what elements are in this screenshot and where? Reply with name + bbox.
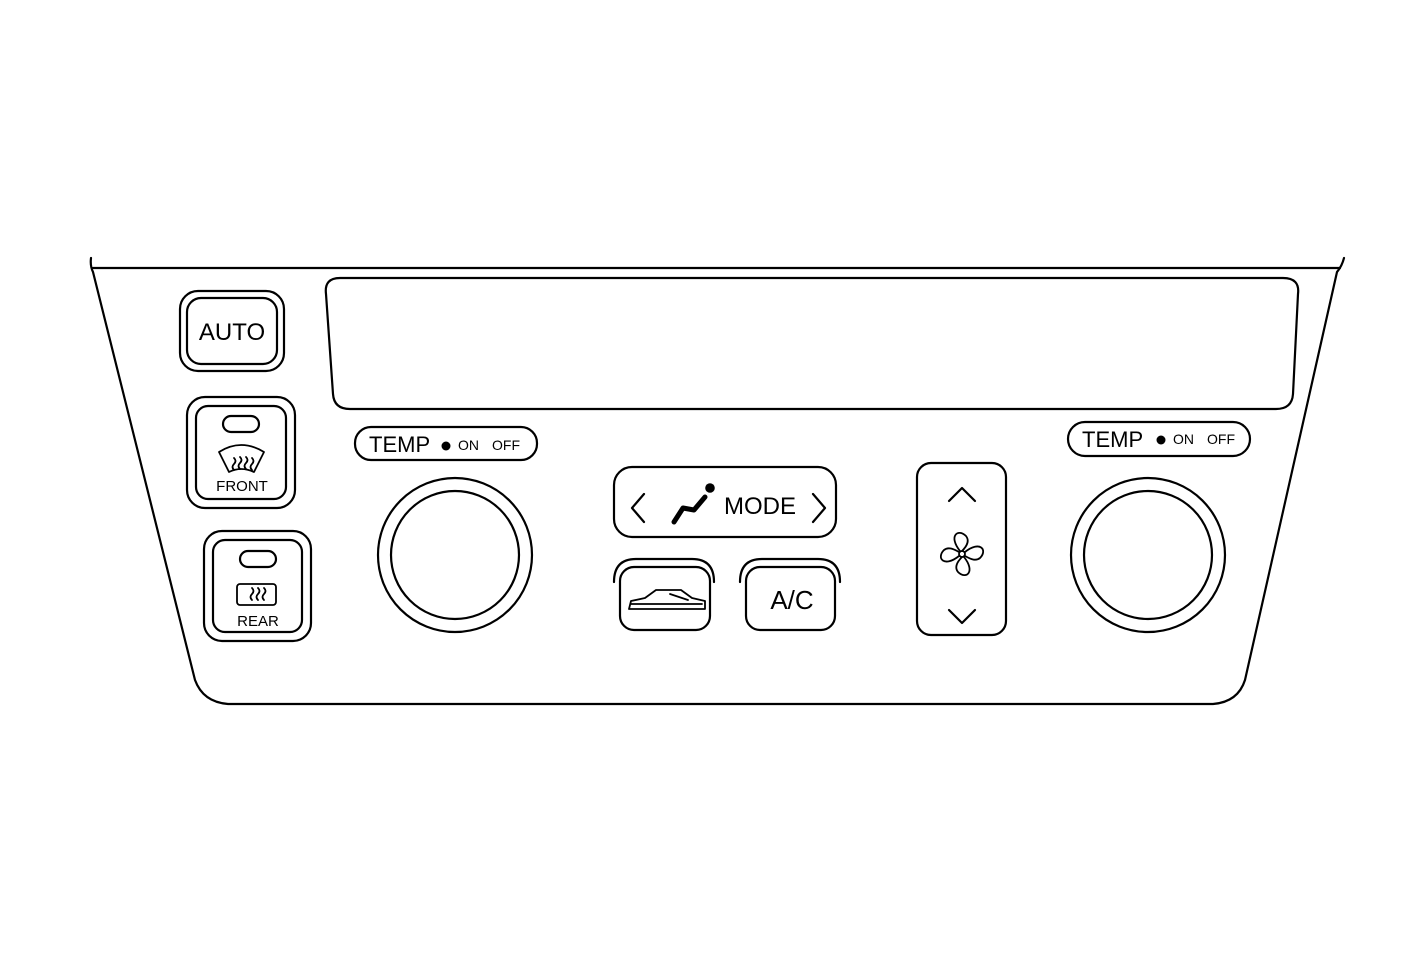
- ac-button[interactable]: A/C: [738, 557, 842, 632]
- recirculation-car-icon: [628, 589, 706, 610]
- auto-button[interactable]: AUTO: [178, 289, 286, 373]
- ac-button-hood: [738, 557, 842, 584]
- fan-speed-rocker[interactable]: [915, 461, 1008, 637]
- fan-up-chevron-icon[interactable]: [947, 486, 977, 503]
- temp-left-indicator-dot: [441, 441, 451, 451]
- rear-window-defrost-icon: [236, 583, 277, 606]
- front-defrost-indicator: [221, 414, 261, 434]
- rear-defrost-indicator: [238, 549, 278, 569]
- temp-right-indicator-dot: [1156, 435, 1166, 445]
- fan-down-chevron-icon[interactable]: [947, 608, 977, 625]
- temp-right-label: TEMP: [1082, 427, 1143, 452]
- temp-left-on-label: ON: [458, 437, 479, 453]
- temp-left-knob[interactable]: [376, 476, 534, 634]
- recirculation-button[interactable]: [612, 557, 716, 632]
- chevron-left-icon: [630, 492, 646, 524]
- temp-left-off-label: OFF: [492, 437, 520, 453]
- fan-icon: [939, 531, 985, 577]
- ac-label: A/C: [770, 585, 813, 615]
- mode-label: MODE: [724, 493, 796, 520]
- front-defrost-button[interactable]: FRONT: [185, 395, 297, 510]
- mode-button[interactable]: MODE: [612, 465, 838, 539]
- chevron-right-icon: [811, 492, 827, 524]
- temp-right-off-label: OFF: [1207, 431, 1235, 447]
- recirculation-button-hood: [612, 557, 716, 584]
- rear-defrost-label: REAR: [237, 613, 279, 630]
- display-screen: [324, 276, 1300, 411]
- temp-left-label-pill: TEMP ON OFF: [353, 425, 539, 462]
- temp-left-label: TEMP: [369, 432, 430, 457]
- front-defrost-label: FRONT: [216, 478, 268, 495]
- panel-bezel: [89, 256, 1346, 706]
- windshield-defrost-icon: [218, 444, 265, 473]
- auto-label: AUTO: [199, 319, 265, 346]
- temp-right-on-label: ON: [1173, 431, 1194, 447]
- rear-defrost-button[interactable]: REAR: [202, 529, 313, 643]
- temp-right-label-pill: TEMP ON OFF: [1066, 420, 1252, 458]
- temp-right-knob[interactable]: [1069, 476, 1227, 634]
- seated-person-icon: [671, 483, 715, 525]
